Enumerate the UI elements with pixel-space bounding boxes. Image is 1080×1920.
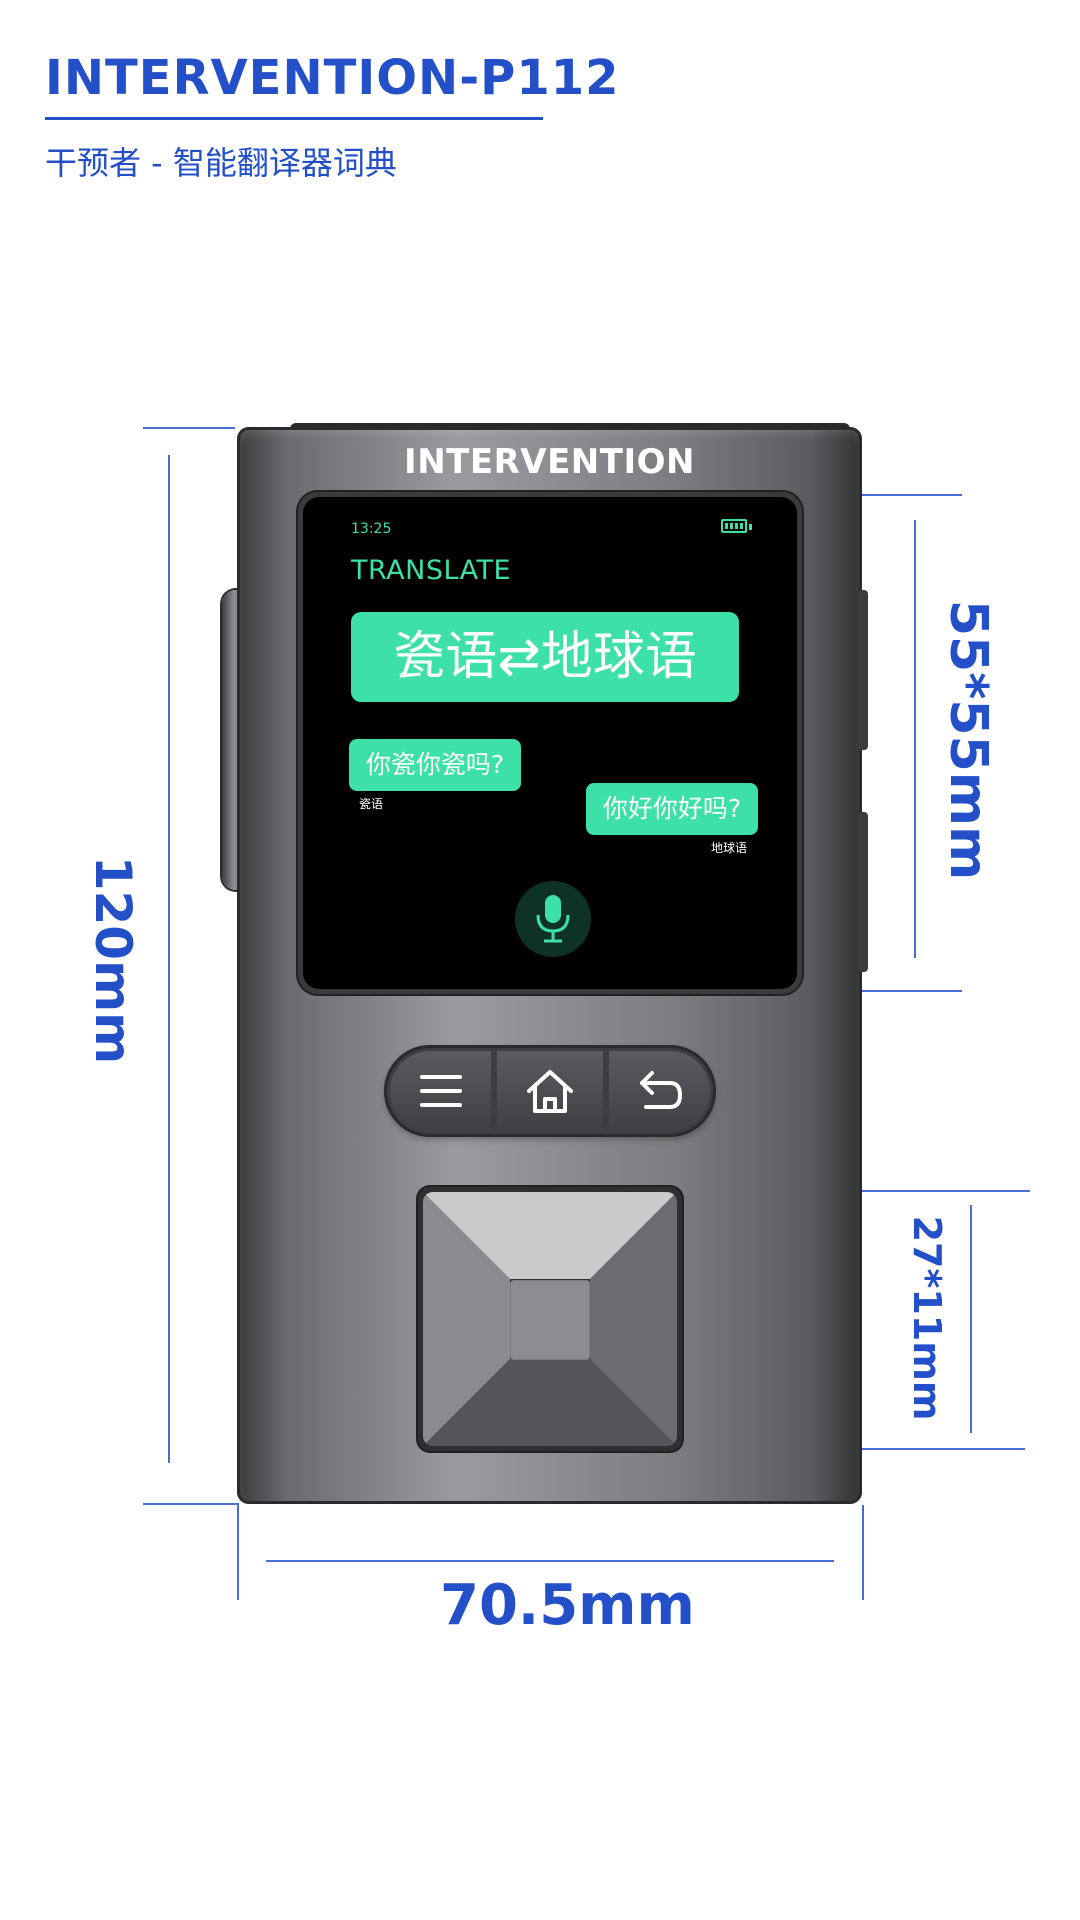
page-subtitle: 干预者 - 智能翻译器词典 xyxy=(45,144,397,182)
title-underline xyxy=(45,117,543,120)
page-title: INTERVENTION-P112 xyxy=(45,50,620,106)
device-screen: 13:25 TRANSLATE 瓷语⇄地球语 你瓷你瓷吗? 瓷语 你好你好吗? … xyxy=(303,497,797,989)
microphone-icon xyxy=(536,895,570,943)
device-brand: INTERVENTION xyxy=(404,442,695,482)
height-top-guide xyxy=(143,427,235,429)
width-right-guide xyxy=(862,1505,864,1600)
width-dimension-label: 70.5mm xyxy=(440,1573,695,1638)
menu-icon xyxy=(419,1075,462,1107)
width-dimension-line xyxy=(266,1560,834,1562)
language-pair-button[interactable]: 瓷语⇄地球语 xyxy=(351,612,739,702)
side-key-upper[interactable] xyxy=(858,590,868,750)
height-dimension-label: 120mm xyxy=(84,855,142,1065)
dpad[interactable] xyxy=(423,1192,677,1446)
height-dimension-line xyxy=(168,455,170,1463)
clock: 13:25 xyxy=(351,521,392,537)
width-left-guide xyxy=(237,1505,239,1600)
home-button[interactable] xyxy=(497,1051,603,1131)
back-icon xyxy=(639,1071,682,1109)
screen-dimension-label: 55*55mm xyxy=(938,599,998,881)
message-language-right: 地球语 xyxy=(711,841,748,855)
home-icon xyxy=(527,1070,573,1113)
message-bubble-right: 你好你好吗? xyxy=(586,783,758,835)
back-button[interactable] xyxy=(609,1051,710,1131)
battery-tip xyxy=(749,524,752,530)
message-language-left: 瓷语 xyxy=(359,797,384,811)
dpad-dimension-line xyxy=(970,1205,972,1433)
height-bottom-guide xyxy=(143,1503,239,1505)
dpad-center-button[interactable] xyxy=(510,1280,590,1360)
screen-title: TRANSLATE xyxy=(351,555,512,586)
battery-icon xyxy=(721,519,747,533)
microphone-button[interactable] xyxy=(515,881,591,957)
side-key-lower[interactable] xyxy=(858,812,868,972)
menu-button[interactable] xyxy=(390,1051,491,1131)
message-bubble-left: 你瓷你瓷吗? xyxy=(349,739,521,791)
dpad-dimension-label: 27*11mm xyxy=(905,1215,949,1421)
screen-dimension-line xyxy=(914,520,916,958)
